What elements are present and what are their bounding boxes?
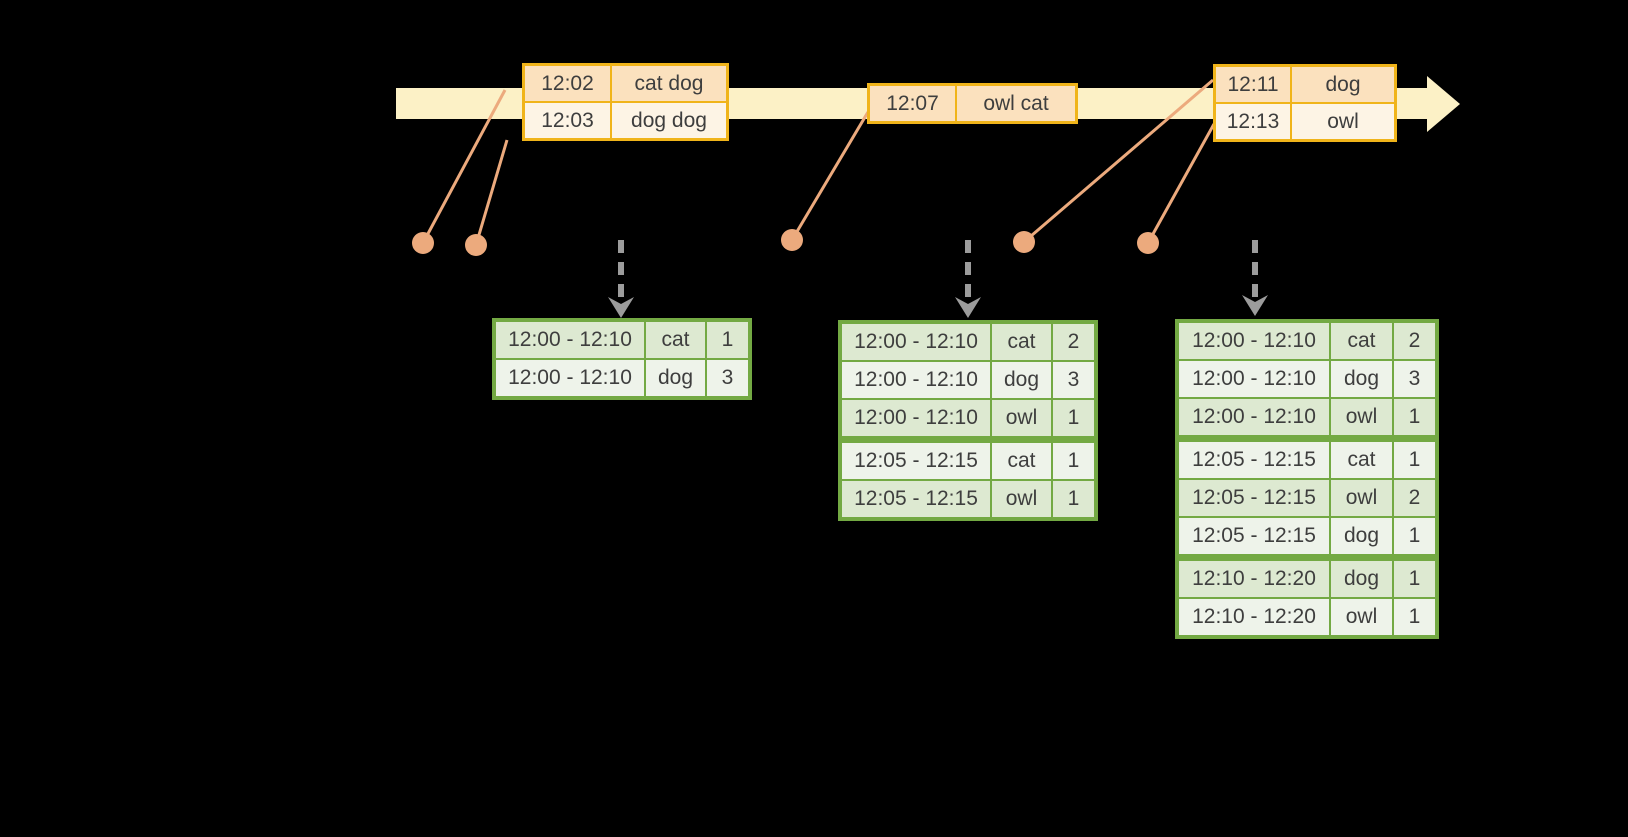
result-count: 3 — [1053, 362, 1094, 398]
trigger-arrowhead-icon — [1242, 295, 1268, 316]
event-table-1: 12:02 cat dog 12:03 dog dog — [522, 63, 729, 141]
result-row: 12:05 - 12:15 dog 1 — [1179, 518, 1435, 554]
result-window: 12:00 - 12:10 — [1179, 361, 1329, 397]
event-words: owl cat — [957, 86, 1075, 121]
event-time: 12:07 — [870, 86, 955, 121]
result-window: 12:05 - 12:15 — [1179, 518, 1329, 554]
result-window: 12:00 - 12:10 — [842, 324, 990, 360]
event-time: 12:02 — [525, 66, 610, 101]
result-count: 2 — [1394, 323, 1435, 359]
result-word: owl — [1331, 480, 1392, 516]
result-count: 3 — [707, 360, 748, 396]
result-count: 3 — [1394, 361, 1435, 397]
trigger-arrowhead-icon — [608, 297, 634, 318]
result-table-2: 12:00 - 12:10 cat 2 12:00 - 12:10 dog 3 … — [838, 320, 1098, 521]
result-row: 12:00 - 12:10 owl 1 — [1179, 399, 1435, 435]
result-row: 12:05 - 12:15 cat 1 — [1179, 442, 1435, 478]
result-word: cat — [992, 324, 1051, 360]
event-leader-line — [790, 111, 870, 241]
event-dot — [1137, 232, 1159, 254]
result-word: dog — [646, 360, 705, 396]
event-time: 12:03 — [525, 103, 610, 138]
result-window: 12:05 - 12:15 — [1179, 480, 1329, 516]
event-words: dog — [1292, 67, 1394, 102]
result-count: 1 — [1394, 561, 1435, 597]
result-word: cat — [992, 443, 1051, 479]
trigger-arrowhead-icon — [955, 297, 981, 318]
result-word: cat — [646, 322, 705, 358]
result-window: 12:10 - 12:20 — [1179, 599, 1329, 635]
event-words: dog dog — [612, 103, 726, 138]
result-window: 12:00 - 12:10 — [496, 322, 644, 358]
event-leader-line — [474, 139, 509, 246]
event-row: 12:03 dog dog — [525, 103, 726, 138]
result-count: 1 — [1053, 400, 1094, 436]
result-count: 1 — [1053, 443, 1094, 479]
result-window: 12:00 - 12:10 — [496, 360, 644, 396]
result-count: 1 — [1394, 518, 1435, 554]
result-count: 2 — [1394, 480, 1435, 516]
event-row: 12:13 owl — [1216, 104, 1394, 139]
result-count: 1 — [1053, 481, 1094, 517]
result-window: 12:05 - 12:15 — [842, 481, 990, 517]
result-row: 12:00 - 12:10 dog 3 — [842, 362, 1094, 398]
result-word: dog — [1331, 361, 1392, 397]
event-leader-line — [421, 89, 507, 244]
result-word: dog — [1331, 518, 1392, 554]
result-row: 12:00 - 12:10 dog 3 — [496, 360, 748, 396]
result-word: cat — [1331, 323, 1392, 359]
event-leader-line — [1146, 123, 1216, 244]
event-row: 12:11 dog — [1216, 67, 1394, 102]
result-row: 12:00 - 12:10 cat 1 — [496, 322, 748, 358]
result-row: 12:10 - 12:20 dog 1 — [1179, 561, 1435, 597]
event-table-2: 12:07 owl cat — [867, 83, 1078, 124]
result-row: 12:00 - 12:10 dog 3 — [1179, 361, 1435, 397]
result-window: 12:00 - 12:10 — [842, 362, 990, 398]
result-count: 1 — [1394, 442, 1435, 478]
result-word: owl — [992, 481, 1051, 517]
result-row: 12:10 - 12:20 owl 1 — [1179, 599, 1435, 635]
event-dot — [465, 234, 487, 256]
result-word: dog — [1331, 561, 1392, 597]
event-words: owl — [1292, 104, 1394, 139]
result-table-3: 12:00 - 12:10 cat 2 12:00 - 12:10 dog 3 … — [1175, 319, 1439, 639]
event-dot — [412, 232, 434, 254]
result-word: owl — [992, 400, 1051, 436]
result-word: owl — [1331, 399, 1392, 435]
event-time: 12:13 — [1216, 104, 1290, 139]
event-words: cat dog — [612, 66, 726, 101]
result-window: 12:05 - 12:15 — [842, 443, 990, 479]
result-window: 12:00 - 12:10 — [842, 400, 990, 436]
result-count: 1 — [1394, 399, 1435, 435]
result-word: dog — [992, 362, 1051, 398]
result-row: 12:05 - 12:15 owl 2 — [1179, 480, 1435, 516]
event-row: 12:02 cat dog — [525, 66, 726, 101]
result-window: 12:00 - 12:10 — [1179, 323, 1329, 359]
result-window: 12:05 - 12:15 — [1179, 442, 1329, 478]
event-row: 12:07 owl cat — [870, 86, 1075, 121]
event-time: 12:11 — [1216, 67, 1290, 102]
result-row: 12:05 - 12:15 owl 1 — [842, 481, 1094, 517]
result-word: cat — [1331, 442, 1392, 478]
result-count: 1 — [1394, 599, 1435, 635]
result-count: 1 — [707, 322, 748, 358]
result-row: 12:05 - 12:15 cat 1 — [842, 443, 1094, 479]
result-word: owl — [1331, 599, 1392, 635]
event-table-3: 12:11 dog 12:13 owl — [1213, 64, 1397, 142]
event-dot — [781, 229, 803, 251]
result-window: 12:00 - 12:10 — [1179, 399, 1329, 435]
event-leader-line — [1023, 78, 1214, 244]
timeline-arrowhead-icon — [1427, 76, 1460, 132]
result-row: 12:00 - 12:10 cat 2 — [1179, 323, 1435, 359]
result-row: 12:00 - 12:10 cat 2 — [842, 324, 1094, 360]
result-count: 2 — [1053, 324, 1094, 360]
result-window: 12:10 - 12:20 — [1179, 561, 1329, 597]
event-dot — [1013, 231, 1035, 253]
result-row: 12:00 - 12:10 owl 1 — [842, 400, 1094, 436]
result-table-1: 12:00 - 12:10 cat 1 12:00 - 12:10 dog 3 — [492, 318, 752, 400]
